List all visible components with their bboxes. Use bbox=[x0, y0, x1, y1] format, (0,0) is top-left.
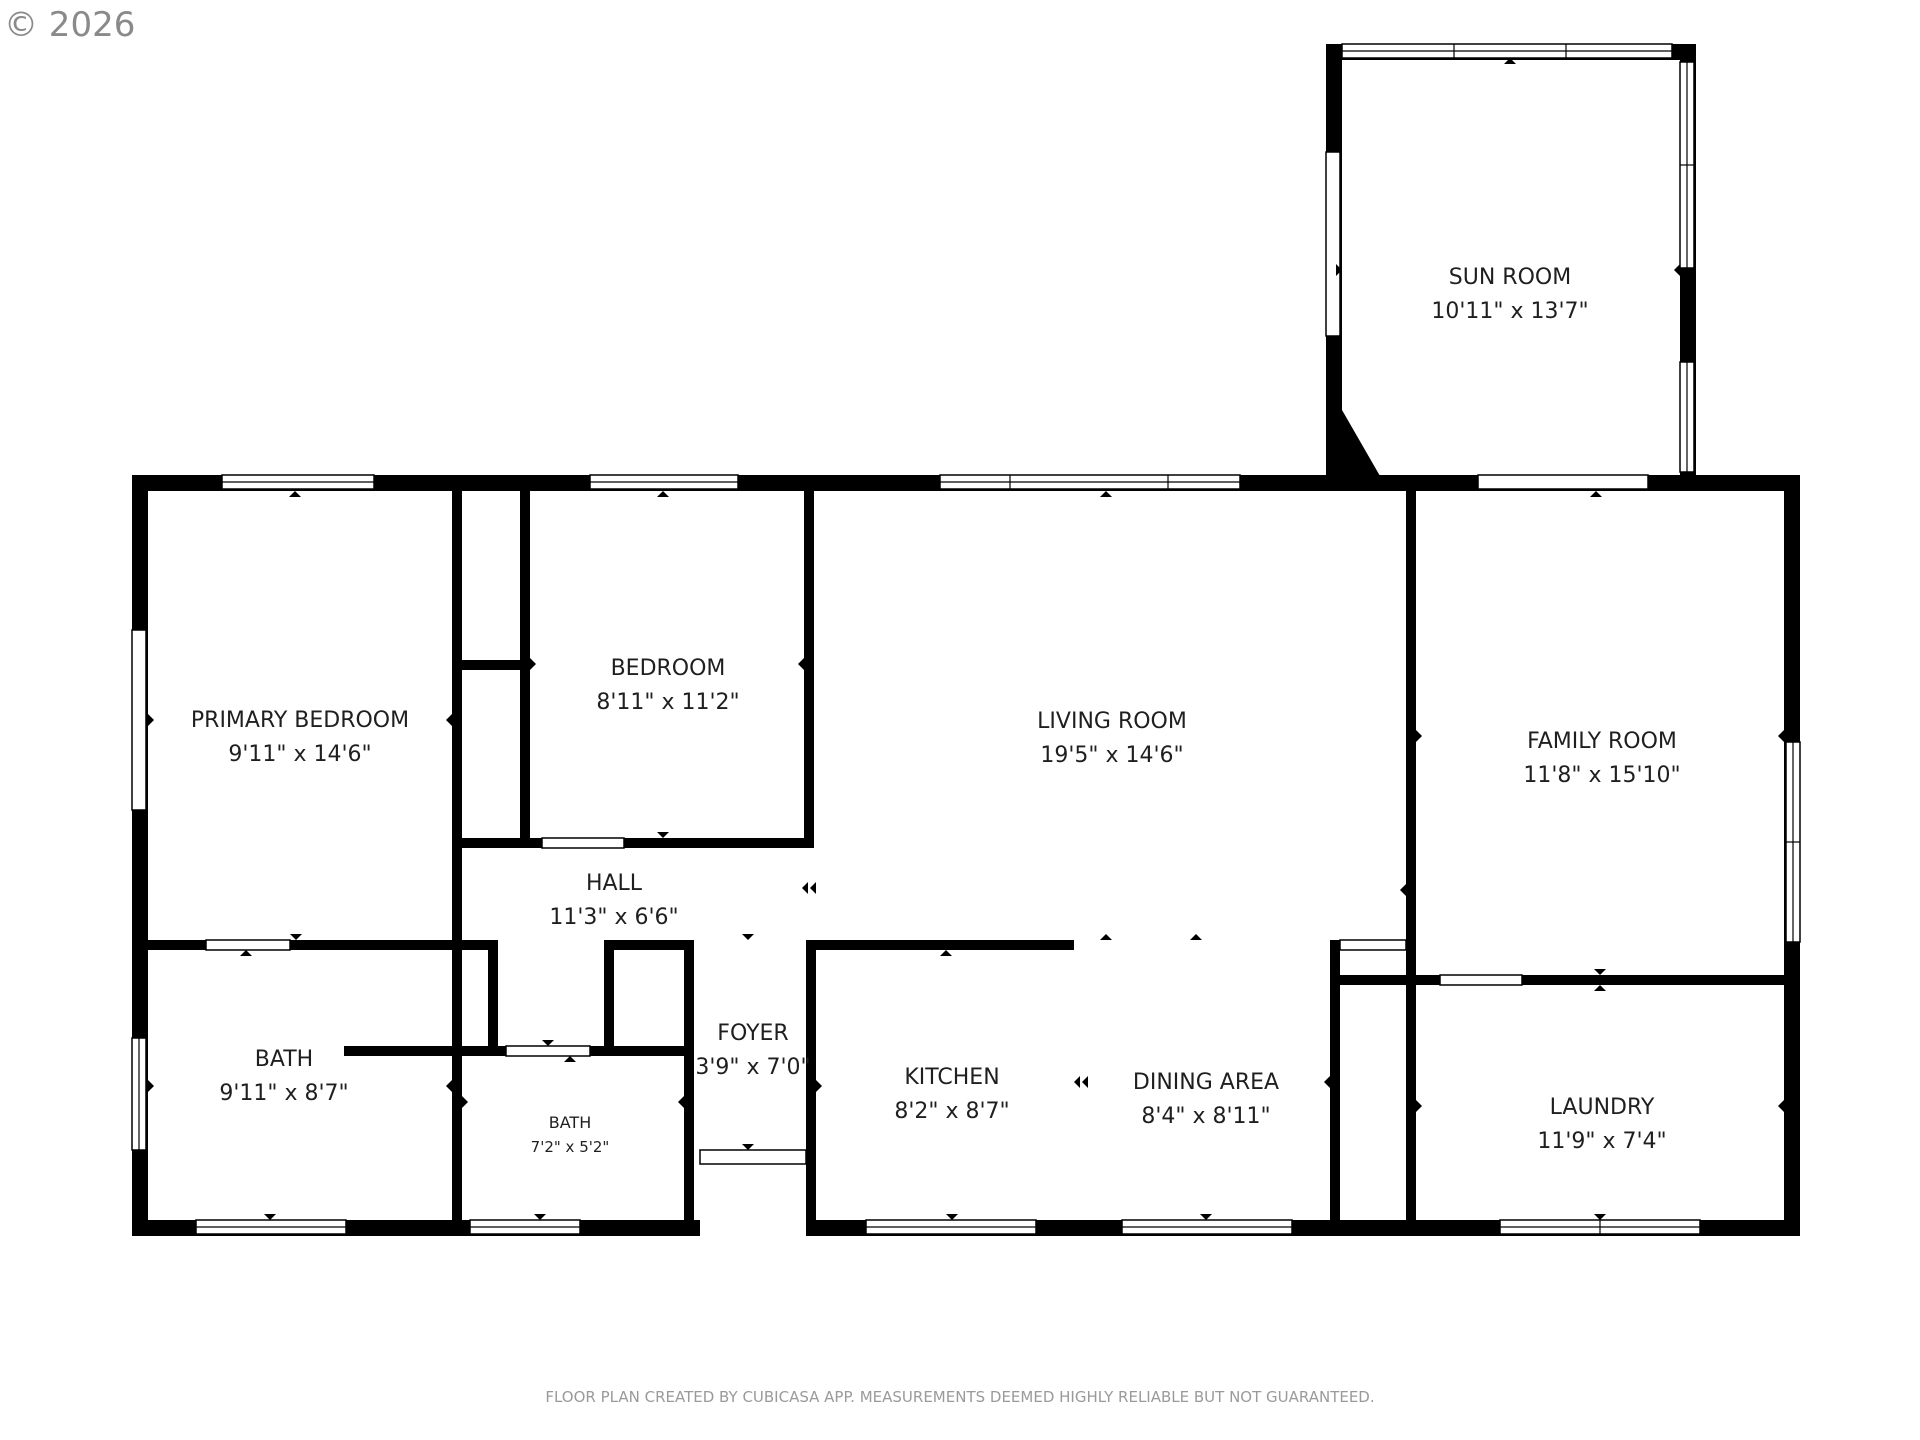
room-dimensions: 7'2" x 5'2" bbox=[531, 1138, 610, 1156]
room-name: FOYER bbox=[717, 1021, 788, 1046]
room-laundry: LAUNDRY 11'9" x 7'4" bbox=[1537, 1095, 1666, 1154]
room-dimensions: 9'11" x 14'6" bbox=[228, 742, 371, 767]
room-name: BEDROOM bbox=[611, 656, 726, 681]
room-foyer: FOYER 3'9" x 7'0" bbox=[695, 1021, 810, 1080]
room-primary-bedroom: PRIMARY BEDROOM 9'11" x 14'6" bbox=[191, 708, 409, 767]
windows bbox=[131, 43, 1801, 1235]
room-name: BATH bbox=[549, 1113, 591, 1132]
room-dimensions: 8'11" x 11'2" bbox=[596, 690, 739, 715]
door-markers bbox=[148, 58, 1784, 1220]
room-name: DINING AREA bbox=[1133, 1070, 1279, 1095]
room-name: SUN ROOM bbox=[1449, 265, 1571, 290]
room-dimensions: 8'2" x 8'7" bbox=[894, 1099, 1009, 1124]
room-dimensions: 19'5" x 14'6" bbox=[1040, 743, 1183, 768]
room-bedroom: BEDROOM 8'11" x 11'2" bbox=[596, 656, 739, 715]
footer-disclaimer: FLOOR PLAN CREATED BY CUBICASA APP. MEAS… bbox=[545, 1388, 1374, 1406]
walls bbox=[132, 44, 1800, 1236]
copyright-text: © 2026 bbox=[4, 5, 135, 45]
room-dimensions: 3'9" x 7'0" bbox=[695, 1055, 810, 1080]
room-name: LAUNDRY bbox=[1550, 1095, 1655, 1120]
room-dimensions: 9'11" x 8'7" bbox=[219, 1081, 348, 1106]
room-dining-area: DINING AREA 8'4" x 8'11" bbox=[1133, 1070, 1279, 1129]
room-bath-small: BATH 7'2" x 5'2" bbox=[531, 1113, 610, 1156]
room-name: BATH bbox=[255, 1047, 313, 1072]
room-kitchen: KITCHEN 8'2" x 8'7" bbox=[894, 1065, 1009, 1124]
room-living-room: LIVING ROOM 19'5" x 14'6" bbox=[1037, 709, 1187, 768]
room-name: KITCHEN bbox=[904, 1065, 999, 1090]
room-dimensions: 8'4" x 8'11" bbox=[1141, 1104, 1270, 1129]
room-dimensions: 11'9" x 7'4" bbox=[1537, 1129, 1666, 1154]
room-dimensions: 10'11" x 13'7" bbox=[1431, 299, 1588, 324]
room-sun-room: SUN ROOM 10'11" x 13'7" bbox=[1431, 265, 1588, 324]
room-name: HALL bbox=[586, 871, 643, 896]
room-bath-main: BATH 9'11" x 8'7" bbox=[219, 1047, 348, 1106]
room-dimensions: 11'8" x 15'10" bbox=[1523, 763, 1680, 788]
room-hall: HALL 11'3" x 6'6" bbox=[549, 871, 678, 930]
room-family-room: FAMILY ROOM 11'8" x 15'10" bbox=[1523, 729, 1680, 788]
room-dimensions: 11'3" x 6'6" bbox=[549, 905, 678, 930]
room-name: FAMILY ROOM bbox=[1527, 729, 1677, 754]
room-name: PRIMARY BEDROOM bbox=[191, 708, 409, 733]
room-name: LIVING ROOM bbox=[1037, 709, 1187, 734]
